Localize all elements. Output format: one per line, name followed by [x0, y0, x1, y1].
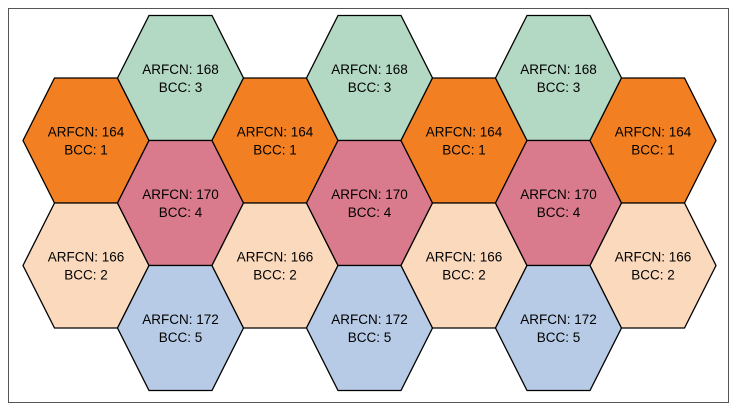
arfcn-label: ARFCN: 166: [615, 250, 692, 265]
bcc-label: BCC: 5: [348, 330, 392, 345]
arfcn-label: ARFCN: 172: [331, 312, 408, 327]
bcc-label: BCC: 1: [64, 143, 108, 158]
bcc-label: BCC: 2: [442, 268, 486, 283]
bcc-label: BCC: 4: [537, 205, 581, 220]
bcc-label: BCC: 3: [537, 80, 581, 95]
arfcn-label: ARFCN: 168: [142, 62, 219, 77]
bcc-label: BCC: 5: [159, 330, 203, 345]
arfcn-label: ARFCN: 168: [331, 62, 408, 77]
bcc-label: BCC: 4: [348, 205, 392, 220]
bcc-label: BCC: 2: [631, 268, 675, 283]
arfcn-label: ARFCN: 164: [615, 125, 692, 140]
arfcn-label: ARFCN: 166: [48, 250, 125, 265]
arfcn-label: ARFCN: 166: [426, 250, 503, 265]
arfcn-label: ARFCN: 170: [331, 187, 408, 202]
bcc-label: BCC: 1: [442, 143, 486, 158]
hex-shape: [589, 202, 717, 329]
arfcn-label: ARFCN: 172: [142, 312, 219, 327]
arfcn-label: ARFCN: 170: [520, 187, 597, 202]
arfcn-label: ARFCN: 164: [237, 125, 314, 140]
bcc-label: BCC: 5: [537, 330, 581, 345]
bcc-label: BCC: 2: [64, 268, 108, 283]
arfcn-label: ARFCN: 166: [237, 250, 314, 265]
bcc-label: BCC: 2: [253, 268, 297, 283]
bcc-label: BCC: 1: [253, 143, 297, 158]
bcc-label: BCC: 3: [348, 80, 392, 95]
arfcn-label: ARFCN: 172: [520, 312, 597, 327]
arfcn-label: ARFCN: 164: [48, 125, 125, 140]
arfcn-label: ARFCN: 168: [520, 62, 597, 77]
bcc-label: BCC: 4: [159, 205, 203, 220]
bcc-label: BCC: 1: [631, 143, 675, 158]
bcc-label: BCC: 3: [159, 80, 203, 95]
arfcn-label: ARFCN: 170: [142, 187, 219, 202]
arfcn-label: ARFCN: 164: [426, 125, 503, 140]
